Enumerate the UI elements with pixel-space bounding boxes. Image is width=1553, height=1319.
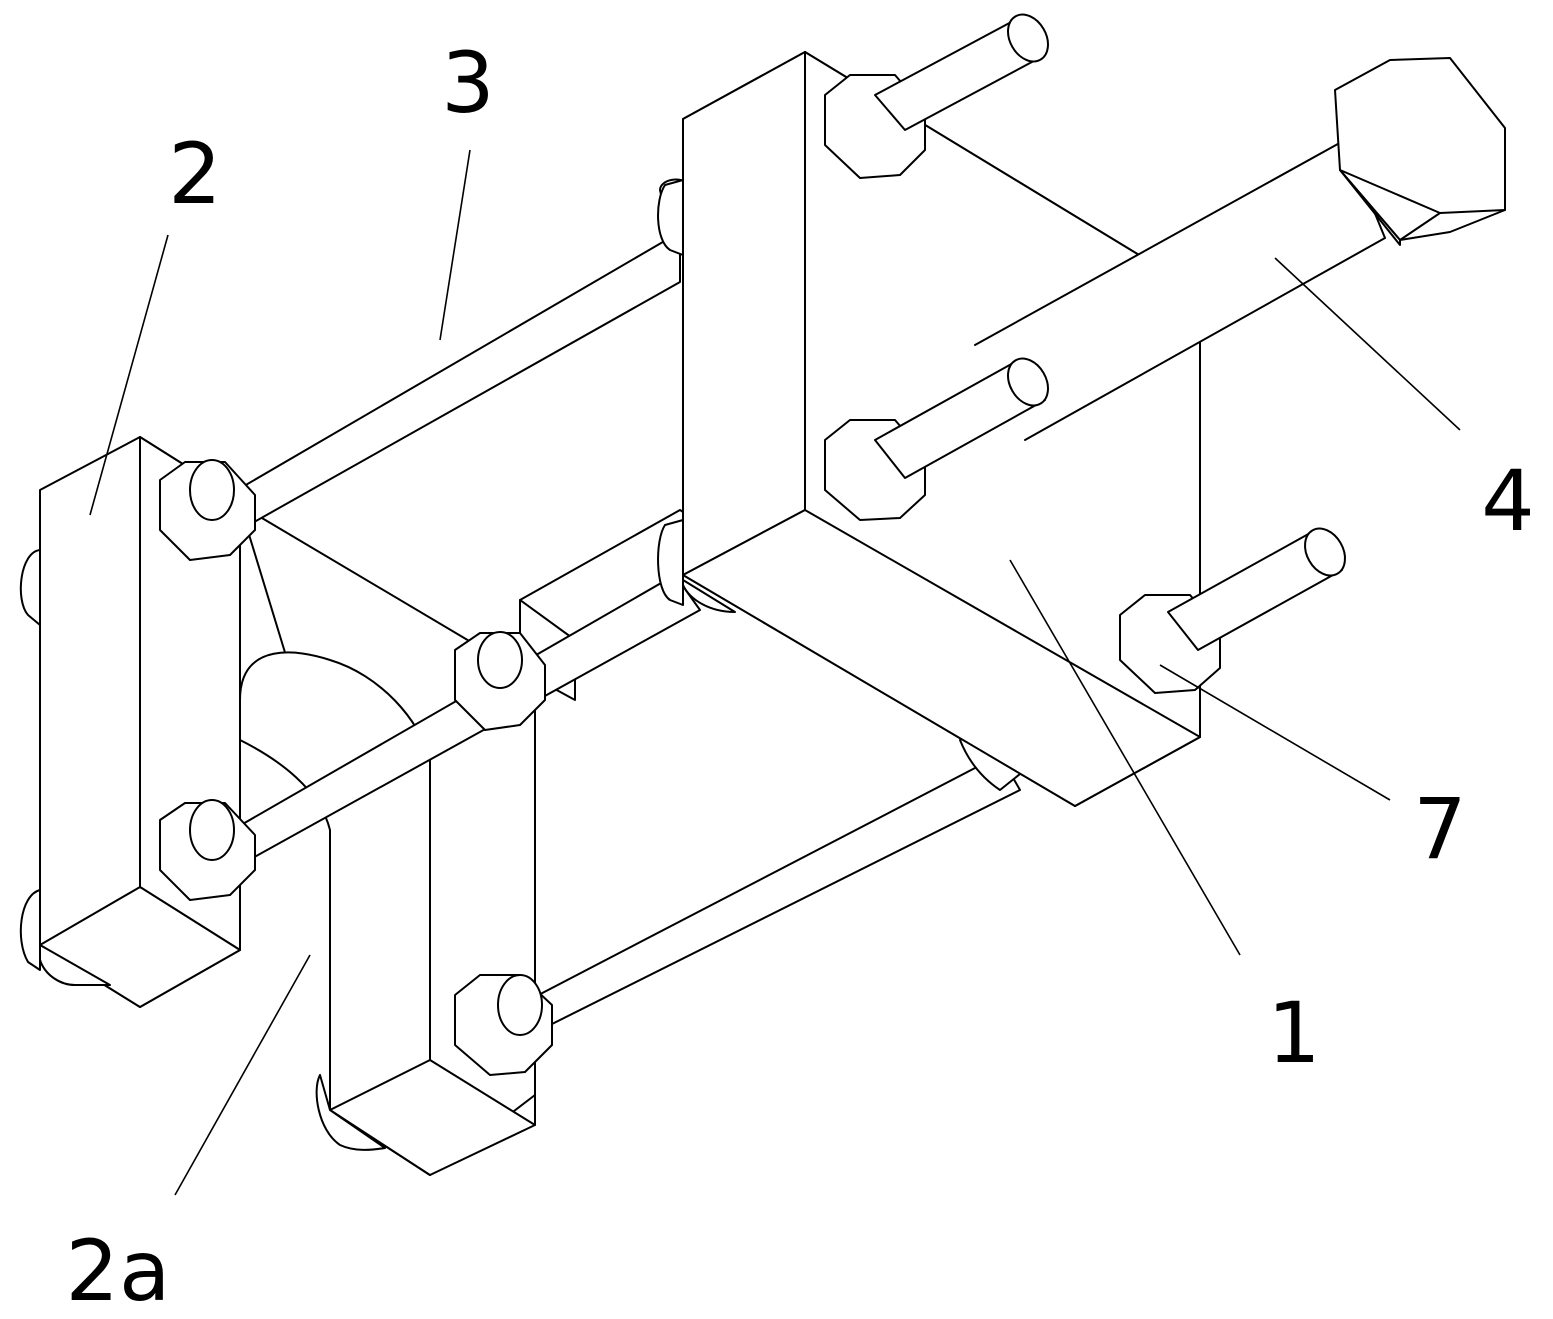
label-3: 3 — [441, 34, 494, 132]
label-4: 4 — [1481, 452, 1534, 550]
label-2: 2 — [168, 125, 221, 223]
leader-lines — [89, 149, 1461, 1196]
label-2a: 2a — [66, 1222, 171, 1319]
rod-upper — [219, 178, 701, 531]
plate-1 — [657, 51, 1201, 807]
stud-right — [1119, 527, 1346, 694]
label-1: 1 — [1267, 984, 1320, 1082]
nut-plate2-upper — [159, 459, 256, 561]
stud-top — [824, 13, 1049, 179]
label-7: 7 — [1413, 780, 1466, 878]
nut-plate2-lower — [159, 799, 256, 901]
nut-middle-left — [454, 631, 546, 731]
nut-bottom — [454, 974, 553, 1076]
bolt-4 — [974, 57, 1506, 441]
stud-middle — [824, 357, 1049, 521]
rod-lower — [499, 735, 1026, 1041]
